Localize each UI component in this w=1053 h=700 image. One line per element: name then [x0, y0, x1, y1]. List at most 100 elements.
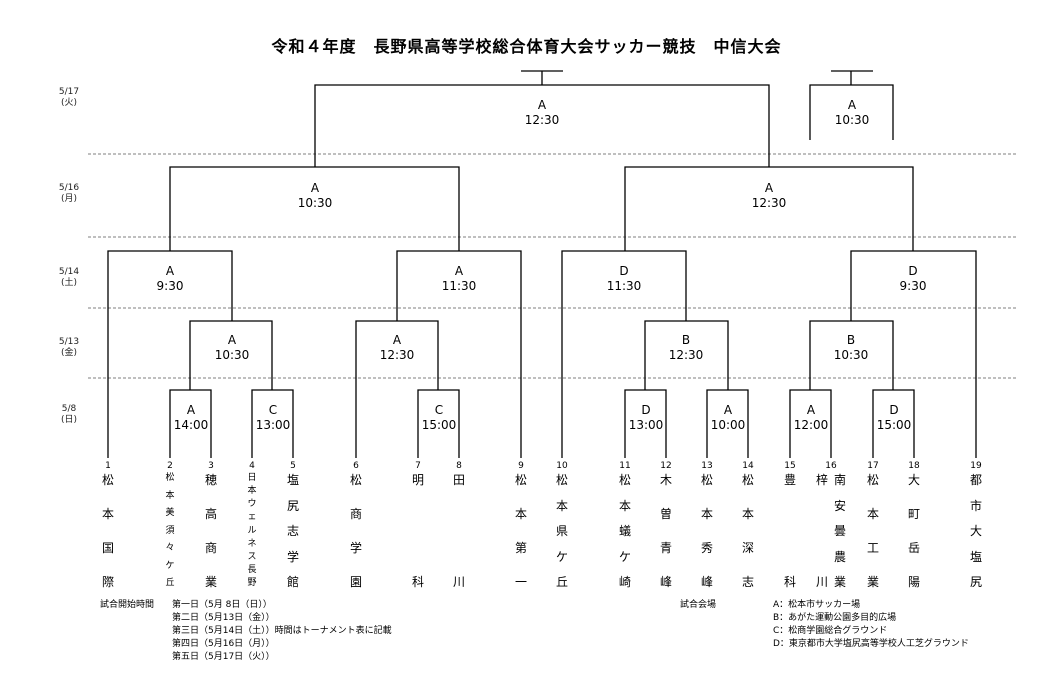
day-text: (日)	[60, 415, 78, 425]
team-name: 松本秀峰	[697, 474, 717, 588]
match-time: 10:30	[214, 348, 250, 362]
team-name-char: 第	[514, 541, 527, 555]
match-venue: A	[165, 264, 175, 278]
bracket-r3-c	[561, 250, 687, 458]
team-name-char: 南	[833, 473, 846, 487]
team-name-char: ス	[247, 552, 257, 562]
team-name: 日本ウェルネス長野	[242, 474, 262, 588]
team-name-char: 本	[618, 499, 631, 513]
match-time: 12:30	[524, 113, 560, 127]
team-number: 12	[660, 461, 672, 471]
match-time: 10:30	[834, 113, 870, 127]
team-name-char: 県	[555, 524, 568, 538]
match-time: 11:30	[441, 279, 477, 293]
team-name-char: 深	[741, 541, 754, 555]
match-time: 13:00	[255, 418, 291, 432]
match-time: 13:00	[628, 418, 664, 432]
match-time: 15:00	[876, 418, 912, 432]
team-number: 17	[867, 461, 879, 471]
match-time: 15:00	[421, 418, 457, 432]
team-name-char: 尻	[969, 575, 982, 589]
team-number: 3	[208, 461, 214, 471]
date-text: 5/16	[58, 183, 80, 193]
team-name-char: 本	[101, 507, 114, 521]
team-number: 2	[167, 461, 173, 471]
team-name-char: 塩	[969, 550, 982, 564]
team-name-char: 市	[969, 499, 982, 513]
team-name-char: ケ	[555, 550, 568, 564]
team-name-char: 曽	[659, 507, 672, 521]
team-name-char: 塩	[286, 473, 299, 487]
team-name: 松本工業	[863, 474, 883, 588]
team-number: 14	[742, 461, 754, 471]
team-name-char: 穂	[204, 473, 217, 487]
match-venue: C	[434, 403, 444, 417]
match-venue: B	[681, 333, 691, 347]
team-name-char: 町	[907, 507, 920, 521]
team-number: 4	[249, 461, 255, 471]
match-time: 12:30	[668, 348, 704, 362]
day-text: (月)	[60, 194, 78, 204]
team-name: 南安曇農業	[830, 474, 850, 588]
team-name-char: 本	[741, 507, 754, 521]
team-name-char: 丘	[555, 575, 568, 589]
team-name-char: 曇	[833, 524, 846, 538]
team-name-char: 高	[204, 507, 217, 521]
team-name-char: 松	[555, 473, 568, 487]
date-label-5-13: 5/13 (金)	[49, 337, 89, 359]
team-name-char: 大	[969, 524, 982, 538]
match-venue: D	[619, 264, 629, 278]
team-name-char: 本	[866, 507, 879, 521]
team-name-char: 本	[165, 491, 175, 501]
team-name-char: 業	[866, 575, 879, 589]
team-name-char: 本	[247, 486, 257, 496]
schedule-line: 第三日（5月14日（土））時間はトーナメント表に記載	[172, 626, 392, 636]
team-name-char: 商	[349, 507, 362, 521]
team-name-char: 崎	[618, 575, 631, 589]
match-time: 9:30	[899, 279, 927, 293]
team-name: 松商学園	[346, 474, 366, 588]
venue-line: A：松本市サッカー場	[773, 600, 861, 610]
round-separators	[88, 153, 1018, 379]
match-time: 9:30	[156, 279, 184, 293]
team-number: 1	[105, 461, 111, 471]
team-name-char: 々	[165, 543, 175, 553]
team-name-char: 須	[165, 526, 175, 536]
match-venue: D	[641, 403, 651, 417]
team-name-char: 松	[866, 473, 879, 487]
team-name-char: 本	[514, 507, 527, 521]
date-text: 5/14	[58, 267, 80, 277]
team-name-char: 蟻	[618, 524, 631, 538]
date-label-5-16: 5/16 (月)	[49, 183, 89, 205]
final-winner-stem	[521, 70, 563, 85]
schedule-label: 試合開始時間	[100, 600, 155, 610]
team-name-char: 青	[659, 541, 672, 555]
team-name: 豊科	[780, 474, 800, 588]
match-venue: A	[186, 403, 196, 417]
team-name-char: 木	[659, 473, 672, 487]
team-name-char: ケ	[618, 550, 631, 564]
team-number: 8	[456, 461, 462, 471]
team-name-char: 川	[452, 575, 465, 589]
team-name-char: 際	[101, 575, 114, 589]
team-name-char: 松	[700, 473, 713, 487]
team-name-char: 都	[969, 473, 982, 487]
team-name: 田川	[449, 474, 469, 588]
team-name-char: 秀	[700, 541, 713, 555]
team-name-char: 学	[286, 550, 299, 564]
match-venue: D	[889, 403, 899, 417]
team-name-char: 日	[247, 473, 257, 483]
team-name: 都市大塩尻	[966, 474, 986, 588]
match-venue: A	[227, 333, 237, 347]
team-name: 松本蟻ケ崎	[615, 474, 635, 588]
team-number: 10	[556, 461, 568, 471]
venue-line: C：松商学園総合グラウンド	[773, 626, 888, 636]
